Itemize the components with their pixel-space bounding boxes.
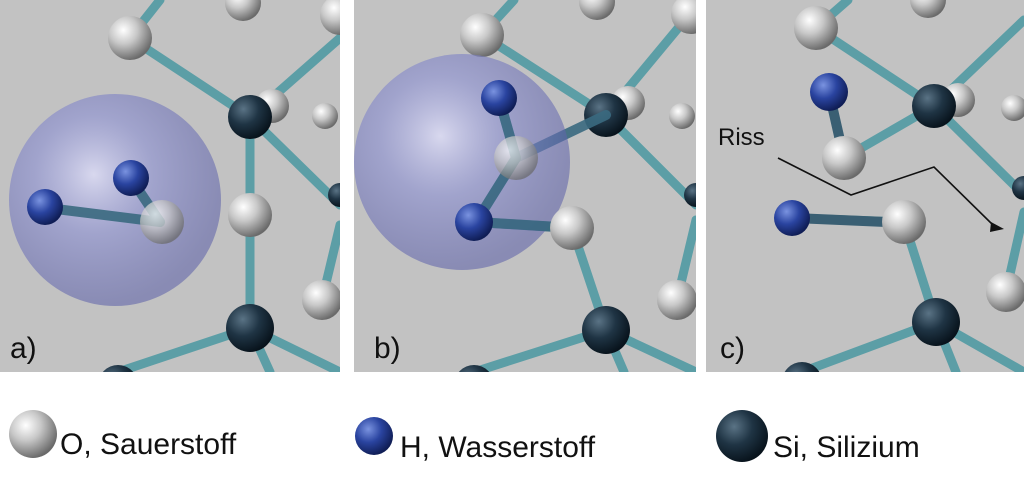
- hydrogen-atom: [481, 80, 517, 116]
- legend-label-hydrogen: H, Wasserstoff: [400, 431, 596, 464]
- legend-label-silicon: Si, Silizium: [773, 431, 920, 464]
- oxygen-atom: [986, 272, 1024, 312]
- silicon-atom: [226, 304, 274, 352]
- silicon-atom: [1012, 176, 1024, 200]
- hydrogen-legend-icon: [355, 417, 393, 455]
- legend-item-silicon: Si, Silizium: [716, 410, 920, 464]
- silicon-atom: [458, 365, 490, 372]
- oxygen-atom: [1001, 95, 1024, 121]
- panel-b-water-molecule: [354, 54, 611, 270]
- oxygen-atom: [822, 136, 866, 180]
- legend-item-oxygen: O, Sauerstoff: [9, 410, 237, 461]
- silicon-atom: [582, 306, 630, 354]
- silicon-atom: [912, 84, 956, 128]
- hydrogen-atom: [455, 203, 493, 241]
- oxygen-atom: [140, 200, 184, 244]
- water-sphere: [354, 54, 570, 270]
- panel-c-broken-molecule: [774, 73, 926, 244]
- oxygen-atom: [669, 103, 695, 129]
- oxygen-atom: [671, 0, 696, 34]
- silicon-atom: [328, 183, 340, 207]
- oxygen-atom: [550, 206, 594, 250]
- crack-arrow: [777, 157, 1004, 232]
- panel-b: b): [354, 0, 696, 372]
- oxygen-atom: [228, 193, 272, 237]
- panel-a-water-molecule: [9, 94, 221, 306]
- oxygen-atom: [910, 0, 946, 18]
- oxygen-atom: [312, 103, 338, 129]
- hydrogen-atom: [27, 189, 63, 225]
- legend-label-oxygen: O, Sauerstoff: [60, 428, 237, 461]
- hydrogen-atom: [810, 73, 848, 111]
- arrow-head-icon: [990, 222, 1004, 232]
- oxygen-atom: [657, 280, 696, 320]
- oxygen-atom: [794, 6, 838, 50]
- silicon-legend-icon: [716, 410, 768, 462]
- panel-a-label: a): [10, 332, 37, 365]
- hydrogen-atom: [774, 200, 810, 236]
- oxygen-atom: [320, 0, 340, 35]
- silicon-atom: [102, 365, 134, 372]
- oxygen-legend-icon: [9, 410, 57, 458]
- crack-label: Riss: [718, 124, 765, 151]
- oxygen-atom: [108, 16, 152, 60]
- panel-c: Riss c): [706, 0, 1024, 372]
- oxygen-atom: [882, 200, 926, 244]
- oxygen-atom: [225, 0, 261, 21]
- silicon-atom: [228, 95, 272, 139]
- legend-item-hydrogen: H, Wasserstoff: [355, 417, 596, 464]
- silicon-atom: [784, 362, 820, 372]
- panel-a-atoms: [102, 0, 340, 372]
- panel-a: a): [0, 0, 340, 372]
- silicon-atom: [684, 183, 696, 207]
- oxygen-atom: [494, 136, 538, 180]
- panel-c-atoms: [784, 0, 1024, 372]
- hydrogen-atom: [113, 160, 149, 196]
- silicon-atom: [912, 298, 960, 346]
- legend: O, Sauerstoff H, Wasserstoff Si, Siliziu…: [9, 410, 920, 464]
- panel-c-label: c): [720, 332, 745, 365]
- water-sphere: [9, 94, 221, 306]
- oxygen-atom: [460, 13, 504, 57]
- panel-b-label: b): [374, 332, 401, 365]
- oxygen-atom: [579, 0, 615, 20]
- oxygen-atom: [302, 280, 340, 320]
